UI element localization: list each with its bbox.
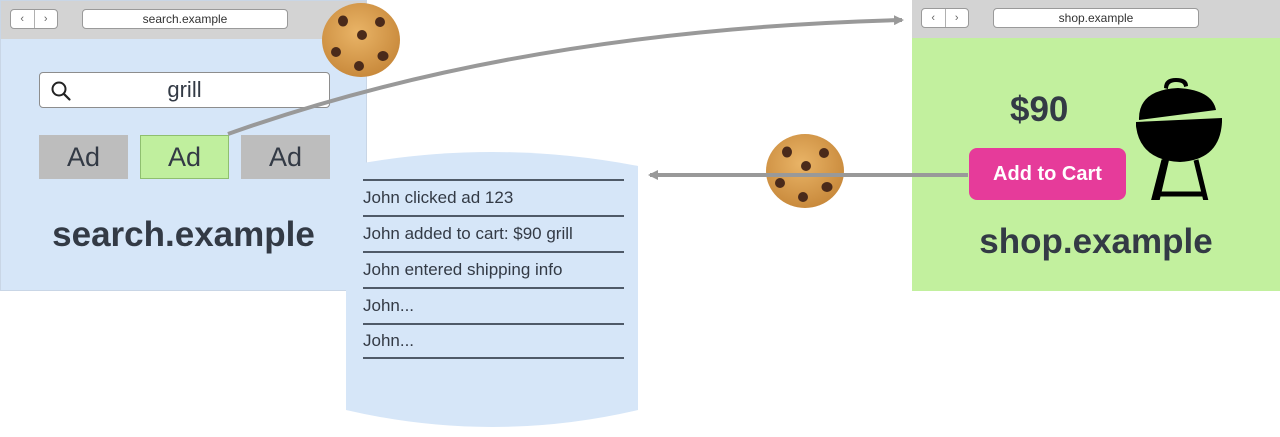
site-title: search.example [52,215,315,254]
search-icon [51,81,71,101]
cookie-icon [322,3,400,77]
ad-slot-1[interactable]: Ad [39,135,128,179]
database-entry: John added to cart: $90 grill [363,215,624,251]
tracking-database: John clicked ad 123 John added to cart: … [344,144,640,437]
site-title: shop.example [979,222,1213,261]
search-page-content: grill Ad Ad Ad search.example [1,39,366,290]
shop-browser-window: ‹ › shop.example $90 Add to Cart shop.ex… [912,0,1280,291]
nav-buttons: ‹ › [10,9,58,29]
browser-toolbar: ‹ › search.example [1,1,366,39]
forward-button[interactable]: › [33,10,58,28]
database-entry: John... [363,323,624,359]
ad-slot-3[interactable]: Ad [241,135,330,179]
database-entries: John clicked ad 123 John added to cart: … [363,179,624,359]
shop-page-content: $90 Add to Cart shop.example [912,38,1280,291]
ad-slot-2-clicked[interactable]: Ad [140,135,229,179]
address-bar[interactable]: search.example [82,9,288,29]
database-entry: John... [363,287,624,323]
back-button[interactable]: ‹ [931,12,936,24]
forward-button[interactable]: › [944,9,969,27]
search-query-text: grill [167,77,202,102]
address-bar[interactable]: shop.example [993,8,1199,28]
search-browser-window: ‹ › search.example grill Ad Ad Ad search… [0,0,367,291]
grill-icon [1136,78,1222,200]
database-entry: John clicked ad 123 [363,179,624,215]
database-entry: John entered shipping info [363,251,624,287]
nav-buttons: ‹ › [921,8,969,28]
add-to-cart-button[interactable]: Add to Cart [969,148,1126,200]
browser-toolbar: ‹ › shop.example [912,0,1280,38]
product-price: $90 [1010,90,1069,129]
search-input[interactable]: grill [39,72,330,108]
cookie-icon [766,134,844,208]
back-button[interactable]: ‹ [20,13,25,25]
